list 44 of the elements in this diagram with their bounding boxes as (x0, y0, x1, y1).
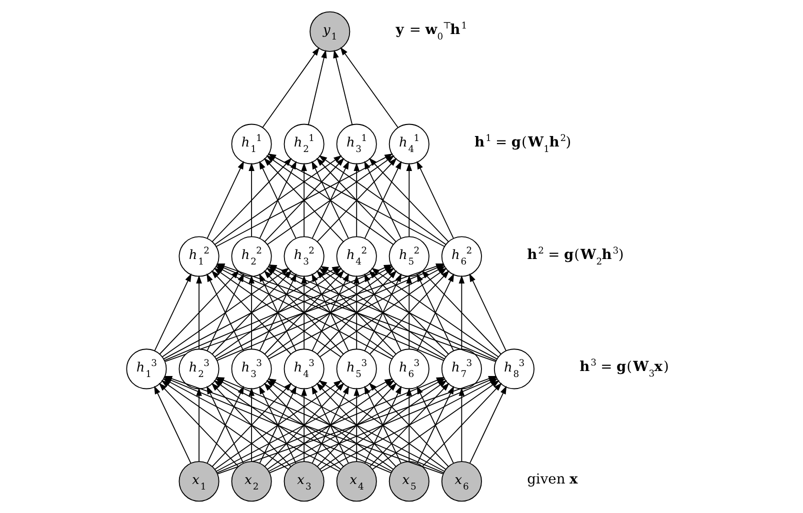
node-circle: y$_{1}$ (309, 11, 350, 52)
node-circle: x$_{4}$ (336, 461, 376, 502)
arrow (468, 386, 506, 464)
arrow (458, 388, 464, 462)
arrow (300, 162, 306, 238)
arrow (372, 380, 500, 470)
arrow (420, 270, 501, 354)
label: h$^{2}$ = g(W$_{2}$h$^{3}$) (526, 245, 624, 268)
label: y = w$_{0}$$^{⊤}$h$^{1}$ (395, 20, 467, 42)
node-circle: x$_{2}$ (230, 461, 272, 502)
arrow (154, 386, 191, 464)
arrow (416, 160, 454, 239)
arrow (368, 158, 448, 242)
arrow (406, 388, 412, 462)
arrow (196, 275, 202, 350)
arrow (406, 162, 412, 238)
arrow (353, 388, 360, 462)
node-circle: x$_{6}$ (440, 461, 482, 502)
arrow (340, 46, 398, 128)
arrow (300, 388, 306, 462)
node-circle: x$_{5}$ (388, 461, 429, 502)
arrow (206, 160, 244, 239)
arrow (332, 50, 352, 126)
arrow (300, 275, 306, 350)
arrow (353, 162, 360, 238)
arrow (353, 275, 360, 350)
label: h$^{1}$ = g(W$_{1}$h$^{2}$) (474, 132, 571, 155)
node-circle: x$_{1}$ (178, 461, 219, 502)
arrow (468, 273, 506, 352)
node-circle: x$_{3}$ (283, 461, 324, 502)
label: h$^{3}$ = g(W$_{3}$x) (579, 358, 668, 380)
arrow (318, 155, 446, 245)
arrow (422, 382, 502, 467)
arrow (196, 388, 202, 462)
arrow (158, 382, 238, 467)
arrow (262, 47, 319, 128)
arrow (458, 275, 464, 350)
arrow (370, 268, 498, 358)
label: given x (526, 472, 578, 488)
arrow (248, 162, 254, 238)
arrow (406, 275, 412, 350)
arrow (154, 273, 191, 352)
arrow (307, 50, 326, 126)
arrow (248, 388, 254, 462)
